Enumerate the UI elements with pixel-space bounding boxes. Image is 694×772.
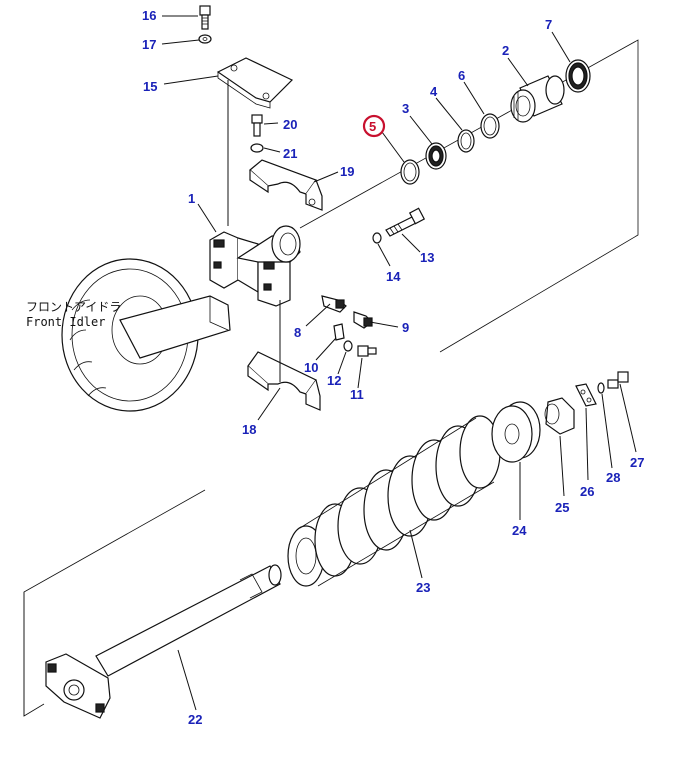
callout-14[interactable]: 14 xyxy=(386,269,401,284)
part-bolt-20 xyxy=(251,114,263,137)
callout-5[interactable]: 5 xyxy=(369,119,376,134)
callout-27[interactable]: 27 xyxy=(630,455,644,470)
callout-4[interactable]: 4 xyxy=(430,84,438,99)
callout-8[interactable]: 8 xyxy=(294,325,301,340)
callout-7[interactable]: 7 xyxy=(545,17,552,32)
part-ring-5 xyxy=(400,159,420,185)
callout-26[interactable]: 26 xyxy=(580,484,594,499)
part-bolt-13 xyxy=(385,207,426,237)
callout-28[interactable]: 28 xyxy=(606,470,620,485)
callout-19[interactable]: 19 xyxy=(340,164,354,179)
part-cap-19 xyxy=(249,159,323,211)
part-bolt-11 xyxy=(357,345,377,357)
callout-21[interactable]: 21 xyxy=(283,146,297,161)
part-cover-15 xyxy=(216,57,294,109)
callout-16[interactable]: 16 xyxy=(142,8,156,23)
part-washer-28 xyxy=(597,382,605,394)
part-fitting-9 xyxy=(353,311,373,329)
part-bushing-2 xyxy=(510,75,565,123)
part-rod-22 xyxy=(45,564,282,719)
part-cap-18 xyxy=(247,351,321,411)
part-plate-26 xyxy=(575,383,597,407)
part-washer-21 xyxy=(250,143,264,153)
part-seat-24 xyxy=(491,401,541,463)
part-plate-10 xyxy=(333,323,345,341)
part-washer-17 xyxy=(198,34,212,44)
part-ring-4 xyxy=(457,129,475,153)
callout-11[interactable]: 11 xyxy=(350,387,364,402)
part-spring-23 xyxy=(287,415,501,587)
callout-2[interactable]: 2 xyxy=(502,43,509,58)
callout-25[interactable]: 25 xyxy=(555,500,569,515)
front-idler-wheel xyxy=(61,258,231,412)
callout-9[interactable]: 9 xyxy=(402,320,409,335)
leader-lines xyxy=(161,15,637,711)
part-ring-6 xyxy=(480,113,500,139)
callout-17[interactable]: 17 xyxy=(142,37,156,52)
callout-20[interactable]: 20 xyxy=(283,117,297,132)
highlight-circle-5 xyxy=(362,114,386,138)
callout-labels: 16 17 15 20 21 19 1 5 3 4 6 2 7 13 14 8 … xyxy=(142,8,644,727)
callout-10[interactable]: 10 xyxy=(304,360,318,375)
callout-24[interactable]: 24 xyxy=(512,523,527,538)
callout-23[interactable]: 23 xyxy=(416,580,430,595)
callout-3[interactable]: 3 xyxy=(402,101,409,116)
part-ring-7 xyxy=(565,59,591,93)
caption-english: Front Idler xyxy=(26,315,105,329)
callout-18[interactable]: 18 xyxy=(242,422,256,437)
callout-12[interactable]: 12 xyxy=(327,373,341,388)
callout-1[interactable]: 1 xyxy=(188,191,195,206)
callout-15[interactable]: 15 xyxy=(143,79,157,94)
part-nut-25 xyxy=(544,397,575,435)
part-washer-12 xyxy=(343,340,353,352)
callout-13[interactable]: 13 xyxy=(420,250,434,265)
callout-22[interactable]: 22 xyxy=(188,712,202,727)
caption-japanese: フロントアイドラ xyxy=(26,300,121,314)
part-washer-14 xyxy=(372,232,382,244)
part-fitting-8 xyxy=(321,295,347,313)
part-seal-3 xyxy=(425,142,447,170)
callout-6[interactable]: 6 xyxy=(458,68,465,83)
part-bolt-27 xyxy=(607,371,629,389)
part-bracket-1 xyxy=(209,225,301,307)
part-bolt-16 xyxy=(199,5,211,30)
